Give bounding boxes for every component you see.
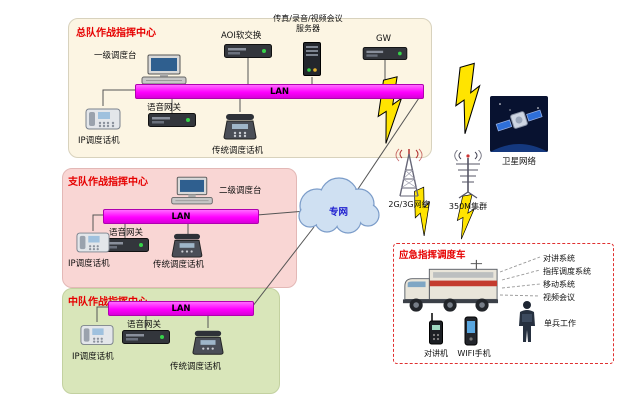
walkie-talkie-label: 对讲机: [424, 349, 448, 358]
hq-title: 总队作战指挥中心: [76, 28, 156, 39]
detachment-lan-label: LAN: [171, 211, 191, 222]
softswitch-label: AOI软交换: [221, 31, 262, 41]
squadron-voice-gateway-label: 语音网关: [127, 320, 162, 330]
hq-lan-label: LAN: [269, 86, 290, 97]
hq-voice-gateway-label: 语音网关: [147, 103, 182, 113]
level2-console-label: 二级调度台: [219, 186, 262, 196]
level1-console-icon: [138, 54, 190, 86]
wifi-phone-label: WIFI手机: [457, 349, 491, 358]
gw-label: GW: [376, 34, 391, 44]
server-label: 传真/录音/视频会议 服务器: [273, 14, 343, 33]
hq-trad-phone-icon: [223, 112, 257, 140]
level2-console-icon: [168, 176, 216, 206]
server-icon: [303, 42, 321, 76]
softswitch-icon: [224, 44, 272, 58]
satellite-label: 卫星网络: [501, 157, 536, 167]
lightning-bolt: [455, 62, 481, 134]
detachment-voice-gateway-label: 语音网关: [109, 228, 144, 238]
vehicle-system-intercom: 对讲系统: [543, 254, 575, 263]
squadron-lan-bar: LAN: [108, 301, 254, 316]
squadron-lan-label: LAN: [171, 303, 191, 314]
hq-trad-phone-label: 传统调度话机: [212, 146, 264, 156]
hq-voice-gateway-icon: [147, 113, 197, 127]
detachment-title: 支队作战指挥中心: [68, 177, 148, 188]
detachment-lan-bar: LAN: [103, 209, 259, 224]
squadron-trad-phone-icon: [192, 328, 224, 356]
hq-lan-bar: LAN: [135, 84, 424, 99]
hq-ip-phone-label: IP调度话机: [78, 136, 120, 146]
hq-ip-phone-icon: [85, 106, 121, 132]
soldier-icon: [514, 300, 540, 344]
squadron-ip-phone-label: IP调度话机: [72, 352, 114, 362]
squadron-trad-phone-label: 传统调度话机: [170, 362, 222, 372]
squadron-voice-gateway-icon: [122, 330, 170, 344]
command-truck-icon: [398, 258, 503, 322]
satellite-image: [490, 96, 548, 152]
vehicle-system-videoconf: 视频会议: [543, 293, 575, 302]
vehicle-system-dispatch: 指挥调度系统: [543, 267, 591, 276]
walkie-talkie-icon: [428, 312, 444, 346]
wifi-phone-icon: [464, 316, 478, 346]
detachment-ip-phone-icon: [76, 230, 110, 255]
cellular-tower-icon: [392, 148, 426, 198]
level1-console-label: 一级调度台: [94, 51, 137, 61]
detachment-ip-phone-label: IP调度话机: [68, 259, 110, 269]
vehicle-title: 应急指挥调度车: [399, 250, 466, 261]
trunking-antenna-icon: [448, 149, 488, 200]
detachment-trad-phone-icon: [170, 232, 204, 258]
squadron-ip-phone-icon: [80, 322, 114, 348]
gw-icon: [362, 47, 408, 60]
trunking-label: 350M集群: [448, 202, 488, 211]
cloud-label: 专网: [329, 207, 349, 218]
soldier-label: 单兵工作: [544, 319, 576, 328]
detachment-trad-phone-label: 传统调度话机: [153, 260, 205, 270]
cellular-label: 2G/3G网络: [388, 200, 430, 209]
vehicle-system-mobile: 移动系统: [543, 280, 575, 289]
